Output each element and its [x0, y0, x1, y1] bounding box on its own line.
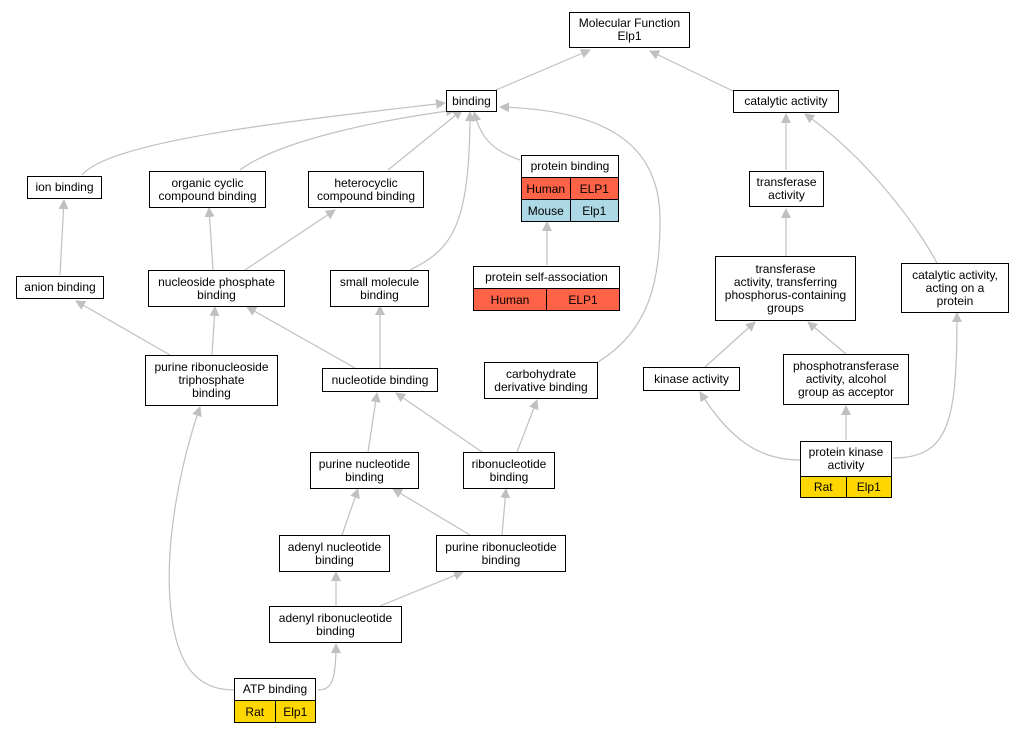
protein-binding-mouse-row: Mouse Elp1	[521, 200, 619, 222]
edge-ribo-to-nucl	[395, 392, 483, 453]
edge-catalytic-to-mf	[649, 50, 736, 93]
edge-phos-to-tp	[807, 321, 847, 355]
node-small-molecule-binding[interactable]: small molecule binding	[330, 270, 429, 307]
node-label: Molecular Function Elp1	[578, 16, 681, 43]
species-cell: Rat	[235, 701, 275, 722]
node-organic-cyclic-compound-binding[interactable]: organic cyclic compound binding	[149, 171, 266, 208]
edge-hetero-to-binding	[387, 109, 463, 171]
protein-self-association-human-row: Human ELP1	[473, 289, 620, 311]
node-label: protein kinase activity	[808, 445, 884, 472]
node-kinase-activity[interactable]: kinase activity	[643, 367, 740, 391]
species-cell: Human	[474, 289, 546, 310]
node-molecular-function-root[interactable]: Molecular Function Elp1	[569, 12, 690, 48]
node-protein-binding[interactable]: protein binding	[521, 155, 619, 178]
node-label: protein binding	[530, 159, 610, 173]
edge-ion-to-binding	[81, 99, 446, 176]
edge-small-to-binding	[409, 111, 475, 271]
edge-adribo-to-purribo	[379, 570, 464, 607]
edge-pk-to-kinase	[699, 391, 801, 461]
species-cell: Human	[522, 178, 570, 199]
protein-binding-human-row: Human ELP1	[521, 178, 619, 200]
node-phosphotransferase-alcohol-acceptor[interactable]: phosphotransferase activity, alcohol gro…	[783, 354, 909, 405]
node-label: purine ribonucleoside triphosphate bindi…	[154, 360, 269, 400]
node-protein-kinase-activity[interactable]: protein kinase activity	[800, 441, 892, 477]
gene-cell: ELP1	[546, 289, 619, 310]
edge-nucl-to-nsp	[246, 306, 356, 369]
node-carbohydrate-derivative-binding[interactable]: carbohydrate derivative binding	[484, 362, 598, 399]
node-label: catalytic activity	[744, 94, 828, 108]
node-label: heterocyclic compound binding	[316, 175, 416, 203]
edge-pk-to-catprot	[892, 312, 962, 459]
node-purine-ribonucleotide-binding[interactable]: purine ribonucleotide binding	[436, 535, 566, 572]
edge-carb-to-binding	[499, 102, 661, 363]
node-label: kinase activity	[654, 371, 729, 386]
node-adenyl-ribonucleotide-binding[interactable]: adenyl ribonucleotide binding	[269, 606, 402, 643]
edge-nsp-to-organic	[204, 207, 215, 271]
node-transferase-phosphorus-groups[interactable]: transferase activity, transferring phosp…	[715, 256, 856, 321]
node-label: transferase activity	[756, 175, 817, 202]
node-adenyl-nucleotide-binding[interactable]: adenyl nucleotide binding	[279, 535, 390, 572]
species-cell: Mouse	[522, 200, 570, 221]
node-purine-nucleotide-binding[interactable]: purine nucleotide binding	[310, 452, 419, 489]
node-purine-ribonucleoside-triphosphate-binding[interactable]: purine ribonucleoside triphosphate bindi…	[145, 355, 278, 406]
node-label: purine nucleotide binding	[318, 456, 411, 484]
edge-purribo-to-purnuc	[392, 488, 471, 536]
node-label: small molecule binding	[339, 274, 420, 302]
node-binding[interactable]: binding	[446, 90, 497, 112]
gene-cell: Elp1	[274, 701, 315, 722]
species-cell: Rat	[801, 477, 846, 497]
edge-nsp-to-hetero	[244, 209, 336, 271]
gene-cell: Elp1	[845, 477, 891, 497]
node-label: purine ribonucleotide binding	[445, 539, 557, 567]
node-label: nucleoside phosphate binding	[158, 274, 275, 302]
node-protein-self-association[interactable]: protein self-association	[473, 266, 620, 289]
edge-kinase-to-tp	[704, 321, 756, 368]
node-label: organic cyclic compound binding	[158, 175, 257, 203]
node-label: catalytic activity, acting on a protein	[912, 267, 998, 308]
node-anion-binding[interactable]: anion binding	[16, 276, 104, 299]
node-label: protein self-association	[485, 270, 608, 284]
node-label: carbohydrate derivative binding	[494, 366, 588, 394]
edge-purnuc-to-nucl	[367, 392, 381, 453]
edge-adenyl-to-purnuc	[341, 488, 360, 536]
gene-cell: Elp1	[569, 200, 618, 221]
edge-catprot-to-catalytic	[804, 113, 939, 266]
node-label: anion binding	[24, 280, 96, 294]
node-transferase-activity[interactable]: transferase activity	[749, 171, 824, 207]
node-label: ATP binding	[242, 682, 308, 696]
node-nucleoside-phosphate-binding[interactable]: nucleoside phosphate binding	[148, 270, 285, 307]
node-nucleotide-binding[interactable]: nucleotide binding	[322, 368, 438, 392]
node-label: phosphotransferase activity, alcohol gro…	[792, 359, 900, 399]
node-label: adenyl ribonucleotide binding	[278, 610, 393, 638]
node-label: ion binding	[35, 180, 94, 194]
edge-atp-to-prtp	[168, 406, 235, 691]
edge-organic-to-binding	[239, 106, 456, 171]
node-catalytic-activity[interactable]: catalytic activity	[733, 90, 839, 113]
node-label: binding	[452, 93, 491, 108]
node-label: transferase activity, transferring phosp…	[724, 261, 847, 315]
node-label: adenyl nucleotide binding	[287, 539, 382, 567]
edge-prtp-to-nsp	[209, 306, 220, 356]
node-label: nucleotide binding	[331, 372, 429, 387]
edge-prtp-to-anion	[75, 300, 171, 356]
edge-ribo-to-carb	[516, 399, 539, 453]
node-atp-binding[interactable]: ATP binding	[234, 678, 316, 701]
edge-anion-to-ion	[58, 199, 69, 276]
node-label: ribonucleotide binding	[471, 456, 547, 484]
atp-binding-rat-row: Rat Elp1	[234, 701, 316, 723]
edge-binding-to-mf	[495, 48, 591, 91]
edge-protein-to-binding	[471, 111, 521, 161]
node-ion-binding[interactable]: ion binding	[27, 176, 102, 199]
gene-cell: ELP1	[569, 178, 618, 199]
node-ribonucleotide-binding[interactable]: ribonucleotide binding	[463, 452, 555, 489]
edge-purribo-to-ribo	[500, 488, 511, 536]
node-heterocyclic-compound-binding[interactable]: heterocyclic compound binding	[308, 171, 424, 208]
protein-kinase-rat-row: Rat Elp1	[800, 477, 892, 498]
node-catalytic-activity-acting-on-protein[interactable]: catalytic activity, acting on a protein	[901, 263, 1009, 313]
edge-atp-to-adribo	[317, 643, 341, 691]
